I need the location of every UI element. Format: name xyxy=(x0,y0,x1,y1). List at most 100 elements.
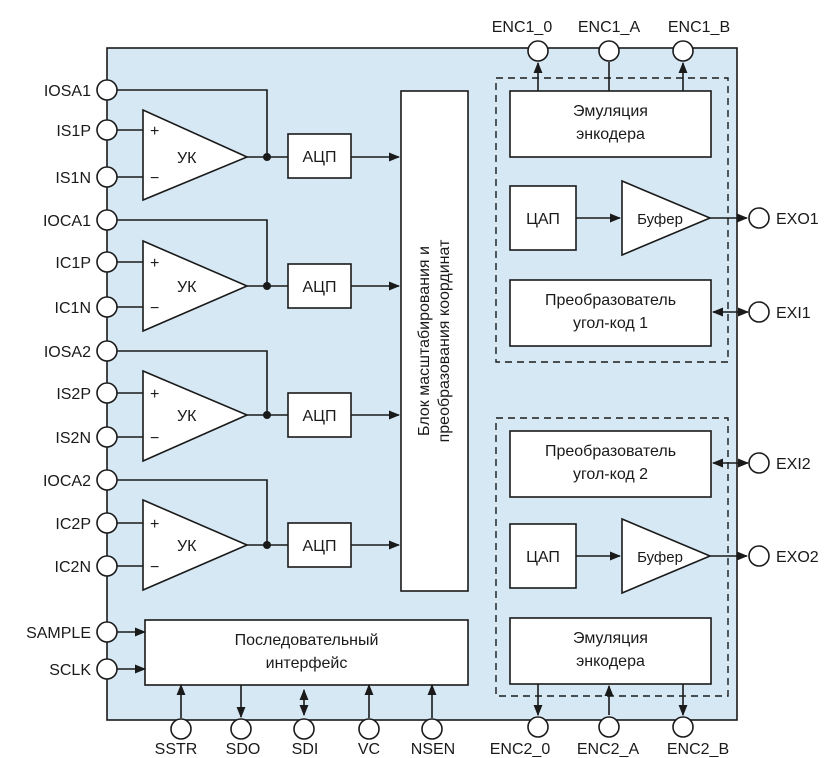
amp-channel-1: + − УК АЦП xyxy=(117,89,401,202)
pin-label-enc1-0: ENC1_0 xyxy=(492,19,553,36)
pin-nsen[interactable] xyxy=(421,718,443,740)
amp-channel-2: + − УК АЦП xyxy=(117,219,401,333)
pin-ioca2[interactable] xyxy=(96,469,118,491)
emulation-line1: Эмуляция xyxy=(573,630,648,647)
amp-minus: − xyxy=(150,559,159,576)
pin-label-iosa2: IOSA2 xyxy=(44,344,91,361)
amp-minus: − xyxy=(150,300,159,317)
adc-label: АЦП xyxy=(302,538,336,555)
adc-label: АЦП xyxy=(302,149,336,166)
pin-label-exi2: EXI2 xyxy=(776,456,811,473)
pin-label-sstr: SSTR xyxy=(155,741,198,758)
pin-is1p[interactable] xyxy=(96,119,118,141)
encoder-emulation-2 xyxy=(509,617,712,685)
junction-dot xyxy=(263,153,271,161)
converter2-line2: угол-код 2 xyxy=(573,466,648,483)
pin-ic2p[interactable] xyxy=(96,512,118,534)
right-pins: EXO1 EXI1 EXI2 EXO2 xyxy=(748,207,819,567)
pin-label-nsen: NSEN xyxy=(411,741,455,758)
top-pins: ENC1_0 ENC1_A ENC1_B xyxy=(492,19,730,62)
pin-label-enc1-b: ENC1_B xyxy=(668,19,730,36)
pin-label-enc2-0: ENC2_0 xyxy=(490,741,551,758)
pin-is2n[interactable] xyxy=(96,426,118,448)
serial-interface-line2: интерфейс xyxy=(266,655,348,672)
pin-label-ic2p: IC2P xyxy=(55,516,91,533)
dac-1 xyxy=(509,185,577,251)
serial-interface-block xyxy=(144,619,469,686)
amp-plus: + xyxy=(150,386,159,403)
junction-dot xyxy=(263,541,271,549)
pin-sclk[interactable] xyxy=(96,658,118,680)
pin-ic1n[interactable] xyxy=(96,296,118,318)
converter1-line1: Преобразователь xyxy=(545,292,676,309)
adc-1 xyxy=(287,133,352,179)
scaling-block xyxy=(400,90,469,592)
amp-label: УК xyxy=(177,150,197,167)
pin-label-is2p: IS2P xyxy=(56,386,91,403)
pin-label-is1p: IS1P xyxy=(56,123,91,140)
scaling-block-line2: преобразования координат xyxy=(436,239,453,442)
pin-exi1[interactable] xyxy=(748,301,770,323)
converter1-line2: угол-код 1 xyxy=(573,315,648,332)
pin-label-iosa1: IOSA1 xyxy=(44,83,91,100)
pin-label-ic1n: IC1N xyxy=(55,300,91,317)
amp-channel-3: + − УК АЦП xyxy=(117,350,401,463)
pin-sample[interactable] xyxy=(96,621,118,643)
amplifier-1 xyxy=(142,108,250,202)
pin-label-enc1-a: ENC1_A xyxy=(578,19,641,36)
pin-label-exi1: EXI1 xyxy=(776,305,811,322)
amp-minus: − xyxy=(150,170,159,187)
pin-label-vc: VC xyxy=(358,741,380,758)
serial-interface-line1: Последовательный xyxy=(235,632,379,649)
pin-enc2-a[interactable] xyxy=(598,716,620,738)
pin-is2p[interactable] xyxy=(96,382,118,404)
pin-iosa1[interactable] xyxy=(96,79,118,101)
pin-sdo[interactable] xyxy=(230,718,252,740)
amp-minus: − xyxy=(150,430,159,447)
buffer-1 xyxy=(621,179,713,257)
pin-label-sdo: SDO xyxy=(226,741,261,758)
pin-enc1-0[interactable] xyxy=(527,40,549,62)
pin-exo2[interactable] xyxy=(748,545,770,567)
adc-3 xyxy=(287,392,352,438)
pin-label-exo2: EXO2 xyxy=(776,549,819,566)
pin-iosa2[interactable] xyxy=(96,340,118,362)
emulation-line1: Эмуляция xyxy=(573,103,648,120)
emulation-line2: энкодера xyxy=(576,126,645,143)
adc-label: АЦП xyxy=(302,279,336,296)
pin-ic1p[interactable] xyxy=(96,251,118,273)
pin-sdi[interactable] xyxy=(293,718,315,740)
buffer-2 xyxy=(621,517,713,595)
amp-label: УК xyxy=(177,279,197,296)
pin-is1n[interactable] xyxy=(96,166,118,188)
pin-exo1[interactable] xyxy=(748,207,770,229)
pin-label-sdi: SDI xyxy=(292,741,319,758)
pin-enc1-a[interactable] xyxy=(598,40,620,62)
pin-label-ic1p: IC1P xyxy=(55,255,91,272)
pin-enc2-b[interactable] xyxy=(672,716,694,738)
amp-plus: + xyxy=(150,255,159,272)
pin-label-sample: SAMPLE xyxy=(26,625,91,642)
pin-enc1-b[interactable] xyxy=(672,40,694,62)
dac-label: ЦАП xyxy=(526,211,560,228)
encoder-emulation-1 xyxy=(509,90,712,158)
pin-exi2[interactable] xyxy=(748,452,770,474)
pin-ic2n[interactable] xyxy=(96,555,118,577)
pin-sstr[interactable] xyxy=(170,718,192,740)
junction-dot xyxy=(263,282,271,290)
pin-enc2-0[interactable] xyxy=(527,716,549,738)
scaling-block-line1: Блок масштабирования и xyxy=(416,246,433,436)
pin-ioca1[interactable] xyxy=(96,209,118,231)
bottom-pins: SSTR SDO SDI VC NSEN ENC2_0 ENC2_A ENC2_… xyxy=(155,716,729,758)
pin-label-sclk: SCLK xyxy=(49,662,91,679)
channel1-group xyxy=(495,77,729,363)
converter2-line1: Преобразователь xyxy=(545,443,676,460)
dac-label: ЦАП xyxy=(526,549,560,566)
pin-label-enc2-a: ENC2_A xyxy=(577,741,640,758)
amp-label: УК xyxy=(177,408,197,425)
pin-vc[interactable] xyxy=(358,718,380,740)
adc-label: АЦП xyxy=(302,408,336,425)
amp-label: УК xyxy=(177,538,197,555)
amp-plus: + xyxy=(150,123,159,140)
